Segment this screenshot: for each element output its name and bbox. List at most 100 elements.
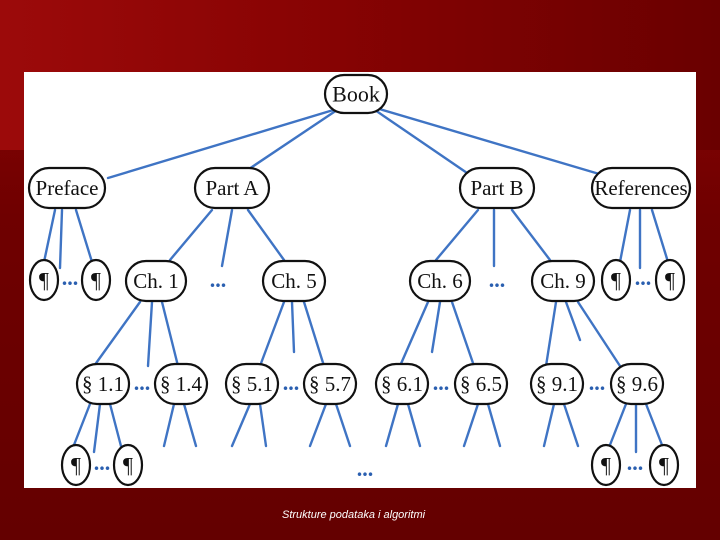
tree-edge	[182, 402, 198, 448]
node-section-2: § 1.4	[153, 362, 209, 406]
node-outline	[28, 258, 60, 302]
node-label: ¶	[71, 452, 81, 477]
tree-edge	[650, 208, 670, 264]
node-outline	[153, 362, 209, 406]
tree-edge	[406, 402, 422, 448]
node-book: Book	[323, 73, 389, 115]
tree-edge	[434, 208, 480, 262]
node-section-1: § 1.1	[75, 362, 131, 406]
node-paragraph-1: ¶	[28, 258, 60, 302]
node-label: § 6.1	[381, 372, 423, 396]
node-paragraph-2: ¶	[80, 258, 112, 302]
tree-edge	[92, 402, 102, 454]
node-label: § 9.6	[616, 372, 658, 396]
tree-edge	[308, 402, 328, 448]
tree-edge	[146, 300, 154, 368]
node-outline	[261, 259, 327, 303]
tree-edge	[258, 402, 268, 448]
tree-edge	[258, 300, 286, 368]
ellipsis-ch-6: ...	[433, 370, 450, 395]
tree-edge	[58, 208, 64, 270]
node-outline	[590, 443, 622, 487]
tree-edge	[220, 208, 234, 268]
node-label: ¶	[611, 267, 621, 292]
tree-edge	[486, 402, 502, 448]
node-label: § 1.1	[82, 372, 124, 396]
node-outline	[609, 362, 665, 406]
node-outline	[600, 258, 632, 302]
tree-edge	[302, 300, 326, 368]
tree-edge	[162, 402, 176, 448]
ellipsis-bottom: ...	[357, 456, 374, 481]
tree-edge	[74, 208, 94, 264]
ellipsis-ch-5: ...	[283, 370, 300, 395]
tree-edge	[70, 402, 92, 452]
tree-edge	[370, 106, 472, 177]
node-ch-5: Ch. 5	[261, 259, 327, 303]
node-ch-1: Ch. 1	[124, 259, 188, 303]
node-section-4: § 5.7	[302, 362, 358, 406]
tree-edge	[450, 300, 476, 368]
node-paragraph-8: ¶	[648, 443, 680, 487]
ellipsis-preface: ...	[62, 265, 79, 290]
tree-edge	[562, 402, 580, 448]
node-outline	[302, 362, 358, 406]
node-label: ¶	[39, 267, 49, 292]
tree-edge	[384, 402, 400, 448]
node-outline	[112, 443, 144, 487]
node-outline	[453, 362, 509, 406]
node-label: Part A	[205, 176, 259, 200]
node-outline	[529, 362, 585, 406]
ellipsis-part-b: ...	[489, 267, 506, 292]
node-outline	[27, 166, 107, 210]
node-label: ¶	[665, 267, 675, 292]
node-references: References	[590, 166, 692, 210]
ellipsis-section-1-1: ...	[94, 450, 111, 475]
node-label: References	[594, 176, 687, 200]
node-outline	[193, 166, 271, 210]
tree-edge	[230, 402, 252, 448]
tree-edge	[510, 208, 552, 262]
node-label: § 5.1	[231, 372, 273, 396]
tree-edge	[106, 106, 342, 180]
tree-edge	[398, 300, 430, 368]
ellipsis-references: ...	[635, 265, 652, 290]
tree-edge	[108, 402, 124, 452]
node-section-7: § 9.1	[529, 362, 585, 406]
node-part-a: Part A	[193, 166, 271, 210]
node-outline	[458, 166, 536, 210]
node-outline	[75, 362, 131, 406]
tree-edge	[238, 106, 342, 177]
node-paragraph-4: ¶	[654, 258, 686, 302]
node-label: § 5.7	[309, 372, 351, 396]
ellipsis-ch-9: ...	[589, 370, 606, 395]
tree-edge	[246, 208, 286, 262]
node-label: Part B	[470, 176, 523, 200]
node-label: Ch. 5	[271, 269, 317, 293]
node-part-b: Part B	[458, 166, 536, 210]
ellipsis-ch-1: ...	[134, 370, 151, 395]
node-label: ¶	[123, 452, 133, 477]
node-label: § 6.5	[460, 372, 502, 396]
tree-edge	[92, 300, 142, 368]
ellipsis-section-9-6: ...	[627, 450, 644, 475]
node-outline	[224, 362, 280, 406]
node-outline	[323, 73, 389, 115]
node-outline	[590, 166, 692, 210]
node-outline	[374, 362, 430, 406]
node-label: ¶	[601, 452, 611, 477]
node-outline	[124, 259, 188, 303]
node-outline	[654, 258, 686, 302]
tree-edge	[42, 208, 57, 264]
node-paragraph-7: ¶	[590, 443, 622, 487]
tree-edge	[374, 106, 608, 178]
node-paragraph-5: ¶	[60, 443, 92, 487]
footer-caption: Strukture podataka i algoritmi	[282, 509, 426, 521]
node-label: Book	[332, 81, 380, 106]
tree-edge	[290, 300, 296, 354]
tree-edge	[430, 300, 442, 354]
node-label: Ch. 1	[133, 269, 179, 293]
node-preface: Preface	[27, 166, 107, 210]
node-label: Ch. 6	[417, 269, 463, 293]
node-section-3: § 5.1	[224, 362, 280, 406]
